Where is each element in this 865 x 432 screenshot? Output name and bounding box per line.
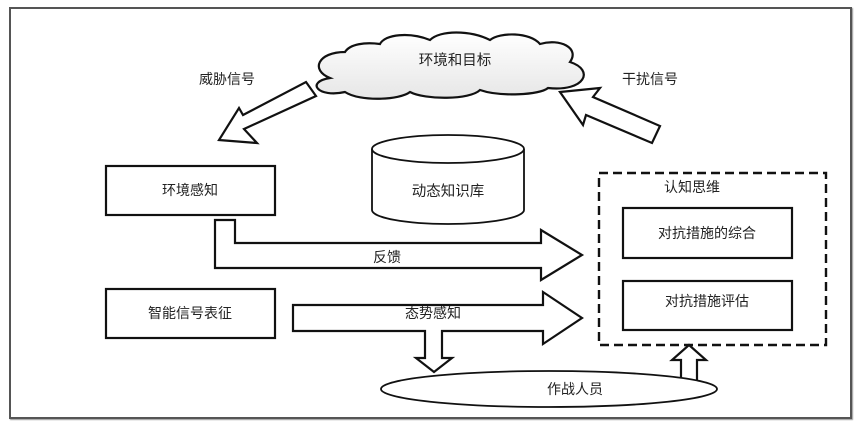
environment-cloud: 环境和目标 — [315, 31, 585, 100]
operators-ellipse: 作战人员 — [380, 370, 718, 408]
situation-awareness-label: 态势感知 — [405, 305, 461, 322]
situation-awareness-arrow: 态势感知 — [291, 289, 584, 374]
operators-label: 作战人员 — [547, 382, 603, 398]
intelligent-signal-box: 智能信号表征 — [104, 287, 277, 340]
countermeasure-evaluation-label: 对抗措施评估 — [665, 294, 749, 310]
env-perception-label: 环境感知 — [162, 182, 218, 199]
cognitive-thinking-group: 认知思维 对抗措施的综合 对抗措施评估 — [597, 171, 828, 347]
env-perception-box: 环境感知 — [104, 164, 277, 217]
threat-signal-arrow: 威胁信号 — [199, 72, 318, 145]
knowledge-base-label: 动态知识库 — [412, 183, 485, 200]
interference-signal-label: 干扰信号 — [622, 72, 678, 88]
interference-signal-arrow: 干扰信号 — [558, 72, 678, 145]
countermeasure-evaluation-box — [621, 279, 794, 332]
countermeasure-synthesis-label: 对抗措施的综合 — [658, 226, 756, 242]
diagram-frame — [9, 7, 852, 419]
feedback-arrow: 反馈 — [213, 218, 585, 282]
intelligent-signal-label: 智能信号表征 — [148, 306, 232, 322]
countermeasure-synthesis-box — [621, 206, 794, 260]
cognitive-thinking-title: 认知思维 — [664, 179, 720, 196]
threat-signal-label: 威胁信号 — [199, 72, 255, 88]
knowledge-base-cylinder: 动态知识库 — [371, 134, 525, 225]
environment-label: 环境和目标 — [419, 51, 492, 69]
feedback-label: 反馈 — [373, 250, 401, 266]
operator-feedback-up-arrow — [669, 343, 709, 383]
